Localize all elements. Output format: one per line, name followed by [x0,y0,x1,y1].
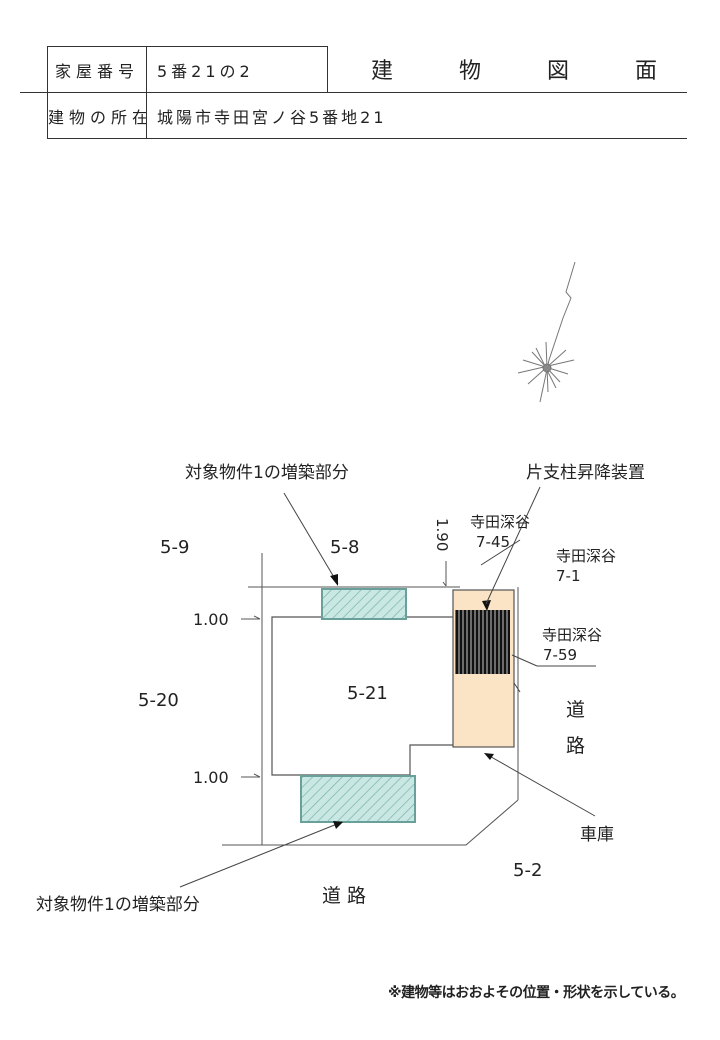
leader-lines [179,492,596,888]
parcel-label-5-20: 5-20 [138,690,179,711]
dimension-top-label: 1.00 [193,610,229,629]
dimension-vertical-label: 1.90 [433,518,451,551]
dimension-ticks [241,561,447,778]
header-table: 家屋番号 5番21の2 建 物 図 面 建物の所在 城陽市寺田宮ノ谷5番地21 [47,46,687,139]
north-arrow-icon [517,261,576,403]
footnote: ※建物等はおおよその位置・形状を示している。 [388,985,685,1001]
parcel-label-5-8: 5-8 [330,537,359,558]
callout-lift-device: 片支柱昇降装置 [526,463,645,483]
title-char: 面 [634,59,657,85]
dimension-bottom-label: 1.00 [193,768,229,787]
road-east-char-1: 道 [566,699,585,721]
parcel-label-7-45-name: 寺田深谷 [470,513,530,531]
parcel-label-7-59-name: 寺田深谷 [542,626,602,644]
callout-addition-top: 対象物件1の増築部分 [185,463,349,483]
parcel-label-7-1-name: 寺田深谷 [556,547,616,565]
callout-garage: 車庫 [580,825,614,845]
parcel-label-5-2: 5-2 [513,860,542,881]
title-char: 物 [458,59,481,85]
title-char: 図 [546,59,569,85]
lift-device-leader [485,486,541,605]
location-label: 建物の所在 [47,92,147,139]
addition-top-area [321,588,407,620]
parcel-label-7-45-number: 7-45 [476,533,510,551]
house-number-label: 家屋番号 [47,46,147,93]
parcel-label-5-9: 5-9 [160,537,189,558]
parcel-label-7-1-number: 7-1 [556,567,581,585]
parcel-label-5-21: 5-21 [347,683,388,704]
parcel-label-7-59-number: 7-59 [543,646,577,664]
house-number-value: 5番21の2 [146,46,328,93]
callout-addition-bottom: 対象物件1の増築部分 [36,895,200,915]
lot-boundaries [222,553,519,846]
leader-arrowheads [330,574,494,829]
title-char: 建 [370,59,393,85]
location-value: 城陽市寺田宮ノ谷5番地21 [146,92,687,139]
road-east-char-2: 路 [566,735,585,757]
addition-bottom-area [300,775,416,823]
lift-device-area [455,610,510,674]
road-south-label: 道 路 [322,885,366,907]
